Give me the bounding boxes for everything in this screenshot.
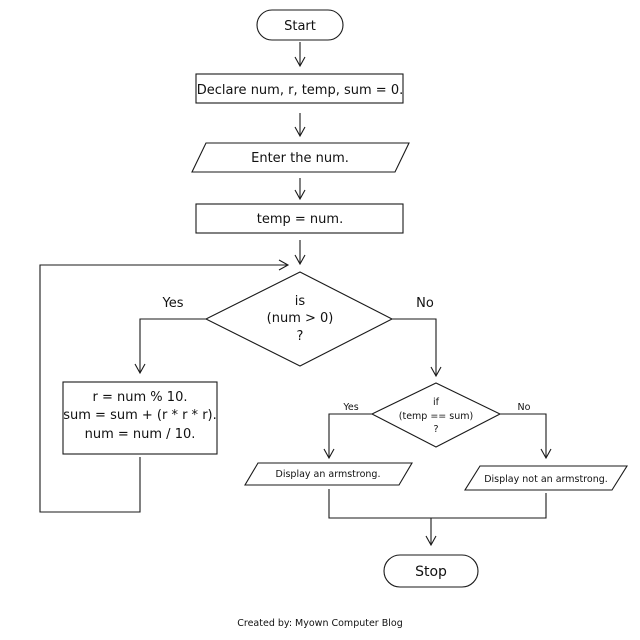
output-not-armstrong-label: Display not an armstrong. — [484, 474, 608, 485]
loop-back-connector — [39, 259, 290, 513]
loop-yes-connector — [134, 318, 206, 375]
loop-decision-line1: is — [295, 294, 306, 309]
loop-decision-line3: ? — [297, 329, 304, 344]
loop-body-process: r = num % 10. sum = sum + (r * r * r). n… — [62, 381, 218, 455]
output-armstrong-label: Display an armstrong. — [276, 469, 381, 480]
check-yes-label: Yes — [342, 402, 358, 413]
body-line2: sum = sum + (r * r * r). — [63, 408, 217, 423]
stop-terminal: Stop — [383, 554, 479, 588]
start-label: Start — [284, 19, 316, 34]
output-not-armstrong: Display not an armstrong. — [464, 465, 628, 491]
check-yes-connector — [323, 413, 372, 460]
footer-credit: Created by: Myown Computer Blog — [237, 618, 403, 629]
merge-connector — [328, 489, 547, 519]
loop-decision-line2: (num > 0) — [267, 311, 334, 326]
stop-label: Stop — [415, 564, 447, 580]
declare-label: Declare num, r, temp, sum = 0. — [197, 83, 403, 98]
check-decision-line3: ? — [433, 424, 438, 435]
loop-no-connector — [392, 318, 442, 378]
assign-process: temp = num. — [195, 203, 404, 234]
check-decision-diamond: if (temp == sum) ? — [370, 382, 502, 448]
assign-label: temp = num. — [257, 212, 343, 227]
input-label: Enter the num. — [251, 151, 349, 166]
input-parallelogram: Enter the num. — [191, 142, 410, 173]
loop-yes-label: Yes — [162, 296, 184, 311]
declare-process: Declare num, r, temp, sum = 0. — [195, 73, 404, 104]
output-armstrong: Display an armstrong. — [244, 462, 413, 486]
check-no-label: No — [518, 402, 531, 413]
loop-no-label: No — [416, 296, 434, 311]
body-line3: num = num / 10. — [85, 427, 196, 442]
loop-decision-diamond: is (num > 0) ? — [204, 271, 394, 367]
check-decision-line1: if — [433, 397, 440, 408]
body-line1: r = num % 10. — [93, 390, 188, 405]
check-decision-line2: (temp == sum) — [399, 411, 473, 422]
check-no-connector — [500, 413, 552, 460]
start-terminal: Start — [256, 9, 344, 41]
